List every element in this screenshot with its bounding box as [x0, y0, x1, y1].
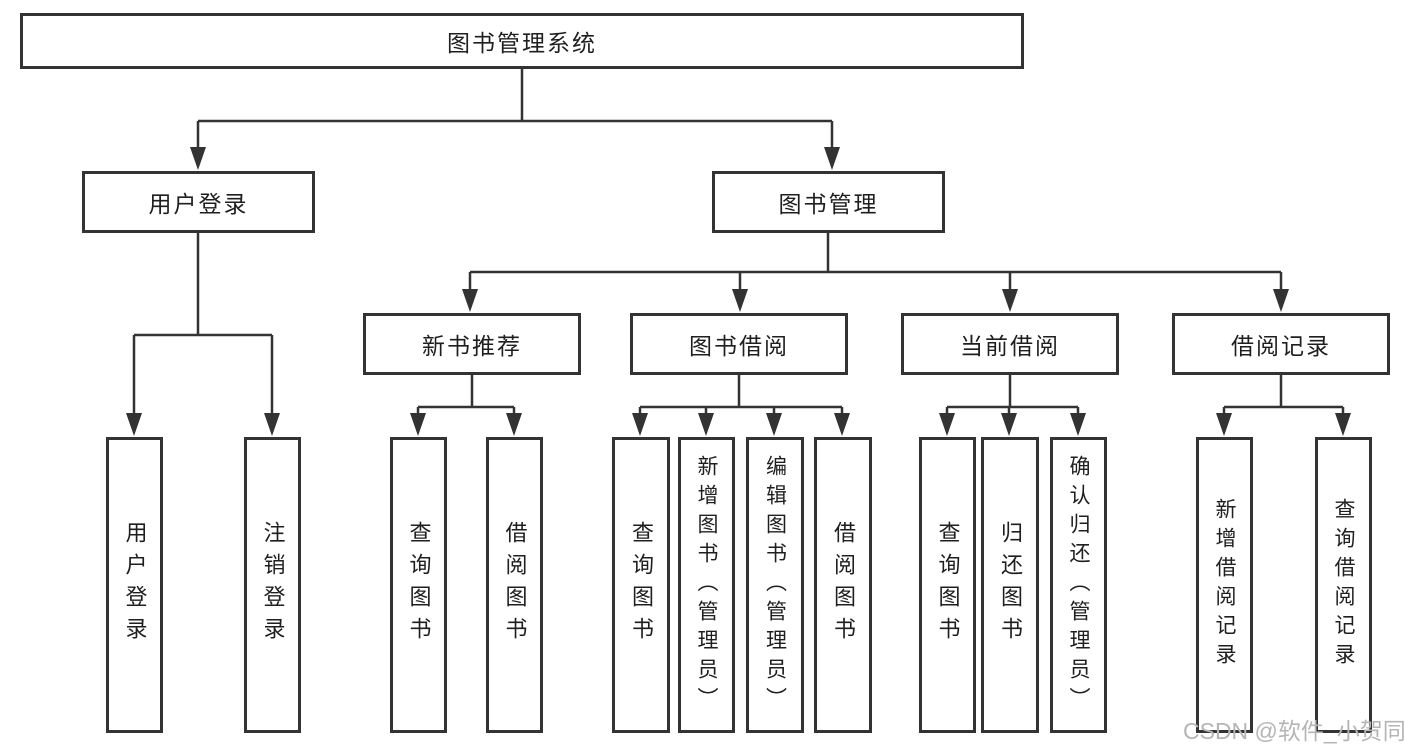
leaf-label: 借阅图书 [831, 521, 856, 649]
leaf-return-books: 归还图书 [981, 437, 1039, 733]
leaf-label: 借阅图书 [502, 521, 528, 649]
leaf-query-books-recommend: 查询图书 [390, 437, 447, 733]
node-user-login: 用户登录 [82, 171, 315, 233]
node-label: 图书管理 [778, 191, 879, 217]
leaf-label: 查询图书 [935, 521, 961, 649]
leaf-query-borrow-record: 查询借阅记录 [1315, 437, 1372, 733]
node-label: 用户登录 [148, 191, 249, 217]
leaf-add-books-admin: 新增图书（管理员） [678, 437, 735, 733]
leaf-add-borrow-record: 新增借阅记录 [1196, 437, 1253, 733]
leaf-label: 新增图书（管理员） [695, 454, 718, 716]
node-label: 借阅记录 [1231, 333, 1331, 359]
leaf-label: 归还图书 [998, 521, 1023, 649]
leaf-user-login: 用户登录 [106, 437, 163, 733]
leaf-label: 查询借阅记录 [1332, 498, 1355, 672]
node-label: 图书管理系统 [447, 30, 597, 56]
node-new-book-recommendation: 新书推荐 [363, 313, 581, 375]
node-label: 图书借阅 [689, 333, 789, 359]
leaf-edit-books-admin: 编辑图书（管理员） [746, 437, 804, 733]
node-current-borrowing: 当前借阅 [901, 313, 1119, 375]
node-book-borrowing: 图书借阅 [630, 313, 848, 375]
leaf-confirm-return-admin: 确认归还（管理员） [1050, 437, 1107, 733]
node-borrowing-records: 借阅记录 [1172, 313, 1390, 375]
node-book-management: 图书管理 [712, 171, 945, 233]
csdn-watermark: CSDN @软件_小贺同学 [1183, 718, 1405, 744]
node-label: 当前借阅 [960, 333, 1060, 359]
leaf-logout: 注销登录 [244, 437, 301, 733]
leaf-borrow-books: 借阅图书 [814, 437, 872, 733]
leaf-label: 查询图书 [406, 521, 432, 649]
leaf-label: 注销登录 [260, 521, 286, 649]
leaf-label: 确认归还（管理员） [1067, 454, 1090, 716]
leaf-label: 编辑图书（管理员） [763, 454, 787, 716]
arrowheads [126, 147, 1351, 436]
leaf-query-books-current: 查询图书 [919, 437, 976, 733]
node-library-management-system: 图书管理系统 [20, 13, 1024, 69]
leaf-label: 用户登录 [122, 521, 148, 649]
leaf-borrow-books-recommend: 借阅图书 [486, 437, 543, 733]
leaf-label: 新增借阅记录 [1213, 498, 1236, 672]
leaf-query-books-borrow: 查询图书 [612, 437, 670, 733]
leaf-label: 查询图书 [629, 521, 654, 649]
node-label: 新书推荐 [422, 333, 522, 359]
